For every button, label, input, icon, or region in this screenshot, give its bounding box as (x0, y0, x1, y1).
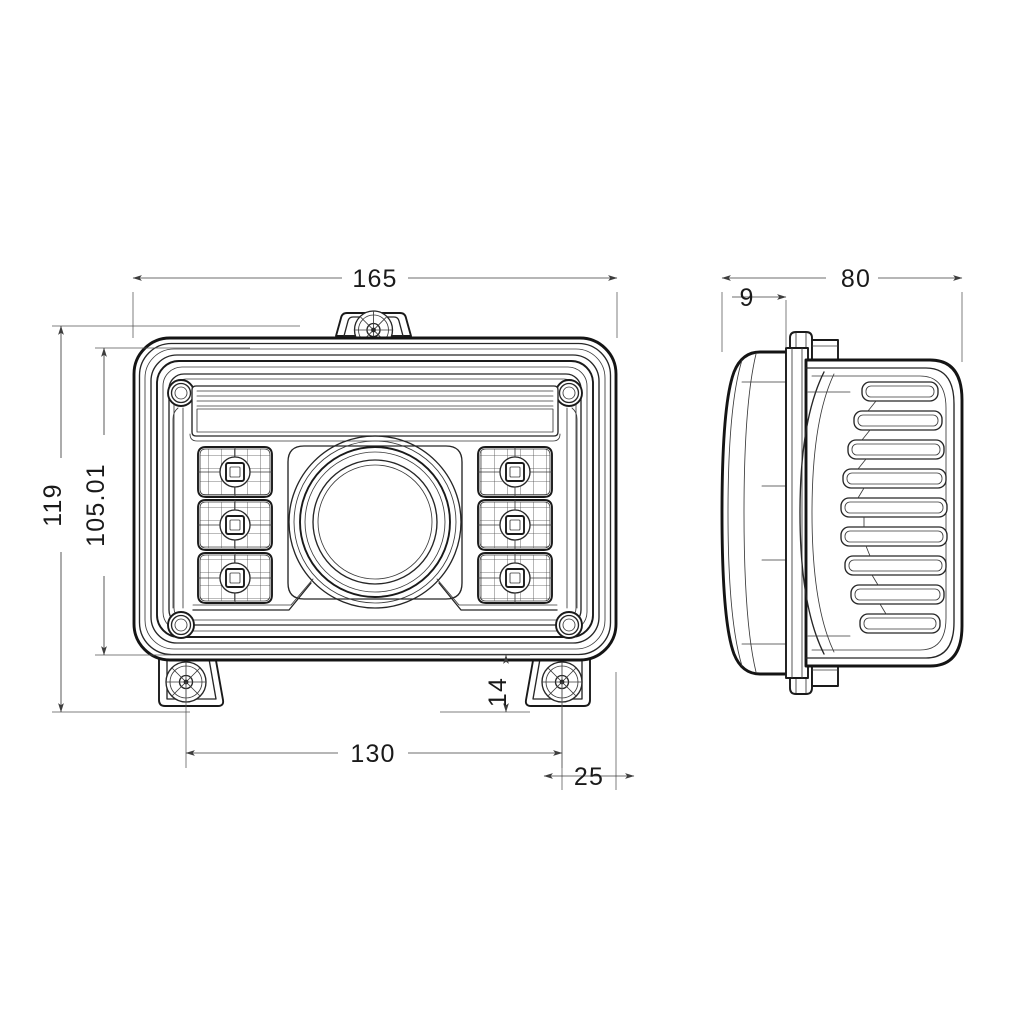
side-lens-profile (720, 350, 790, 676)
corner-screw-top-left (167, 379, 195, 407)
led-module-left-1 (197, 446, 273, 498)
dimension-label-bezel-height: 105.01 (82, 463, 110, 547)
corner-screw-bottom-left (167, 611, 195, 639)
dimension-overall-width: 165 (132, 265, 618, 338)
led-module-right-2 (477, 499, 553, 551)
side-view (720, 331, 964, 695)
dimension-label-overall-height: 119 (39, 483, 67, 526)
front-view (132, 310, 618, 707)
side-body-ties (807, 391, 851, 637)
dimension-tab-drop: 14 (440, 654, 530, 713)
mounting-tab-bottom-left (158, 654, 225, 707)
dimension-overall-depth: 80 (721, 265, 963, 362)
dimension-label-overall-width: 165 (352, 265, 397, 293)
dimension-lens-depth: 9 (732, 284, 787, 348)
corner-screw-bottom-right (555, 611, 583, 639)
dimension-tab-edge-offset: 25 (543, 672, 635, 791)
dimension-label-overall-depth: 80 (841, 265, 871, 293)
led-module-right-3 (477, 552, 553, 604)
dimension-label-lens-depth: 9 (739, 284, 754, 312)
mounting-tab-bottom-right (524, 654, 591, 707)
mounting-tab-top (335, 310, 412, 350)
dimension-label-tab-edge-offset: 25 (574, 763, 604, 791)
led-module-left-2 (197, 499, 273, 551)
corner-screw-top-right (555, 379, 583, 407)
dimension-label-mount-hole-span: 130 (350, 740, 395, 768)
lower-bezel-chamfer (192, 578, 558, 611)
side-heatsink-fins (840, 381, 948, 634)
led-module-right-1 (477, 446, 553, 498)
dimension-label-tab-drop: 14 (484, 677, 512, 707)
side-light-guides (172, 407, 578, 609)
drl-light-strip (189, 385, 561, 442)
dimension-overall-height: 119 (39, 325, 300, 713)
led-module-left-3 (197, 552, 273, 604)
dimension-bezel-height: 105.01 (82, 347, 250, 656)
projector-lens (287, 435, 463, 609)
dimension-annotations: 165 119 105.01 130 (39, 265, 963, 791)
